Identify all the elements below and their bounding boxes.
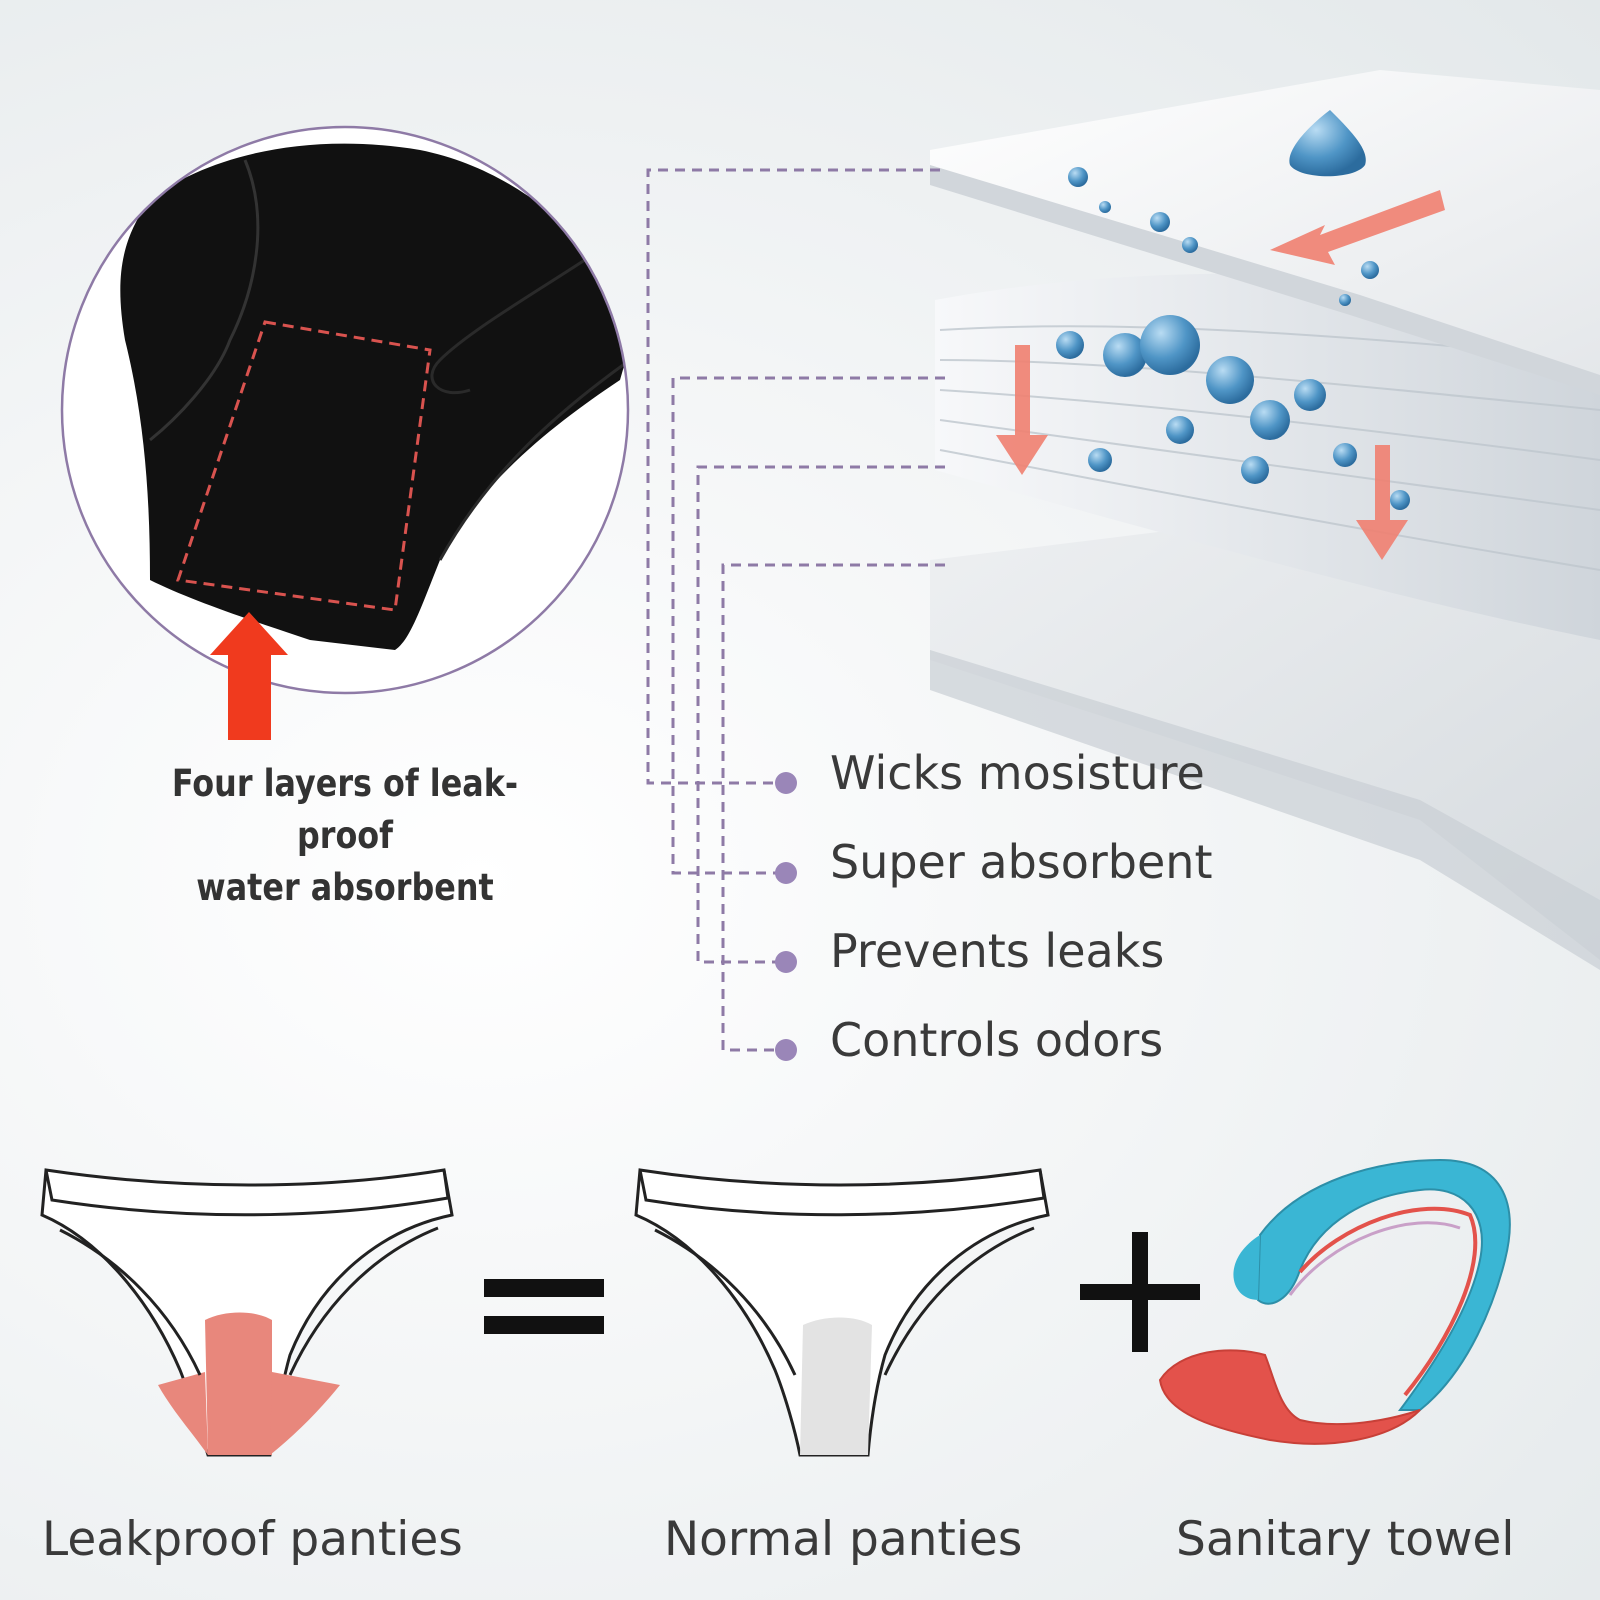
plus-icon — [1080, 1232, 1200, 1352]
label-leakproof-panties: Leakproof panties — [42, 1512, 463, 1567]
bullet-icon — [775, 862, 797, 884]
feature-item-controls-odors: Controls odors — [830, 1013, 1164, 1067]
fabric-fiber-layer — [935, 273, 1600, 640]
fabric-bottom-layer — [930, 500, 1600, 970]
fabric-top-layer — [930, 70, 1600, 395]
gusset-caption-line2: water absorbent — [196, 866, 494, 909]
label-sanitary-towel: Sanitary towel — [1176, 1512, 1515, 1567]
water-droplets — [1056, 110, 1410, 510]
moisture-flow-arrows — [996, 190, 1445, 560]
bullet-icon — [775, 772, 797, 794]
feature-list: Wicks mosisture Super absorbent Prevents… — [830, 748, 1213, 1104]
leakproof-panties-icon — [40, 1168, 454, 1457]
gusset-dashed-outline — [175, 320, 432, 612]
feature-item-super-absorbent: Super absorbent — [830, 835, 1213, 889]
gusset-caption-line1: Four layers of leak-proof — [171, 762, 519, 857]
gusset-caption: Four layers of leak-proof water absorben… — [134, 758, 555, 914]
feature-item-prevents-leaks: Prevents leaks — [830, 924, 1165, 978]
label-normal-panties: Normal panties — [664, 1512, 1023, 1567]
normal-panties-icon — [634, 1168, 1050, 1457]
feature-item-wicks-moisture: Wicks mosisture — [830, 746, 1205, 800]
black-panties-crotch — [120, 143, 628, 650]
equals-icon — [484, 1279, 604, 1334]
up-arrow-icon — [210, 612, 288, 740]
bullet-icon — [775, 951, 797, 973]
sanitary-towel-icon — [1158, 1158, 1511, 1445]
bullet-icon — [775, 1039, 797, 1061]
